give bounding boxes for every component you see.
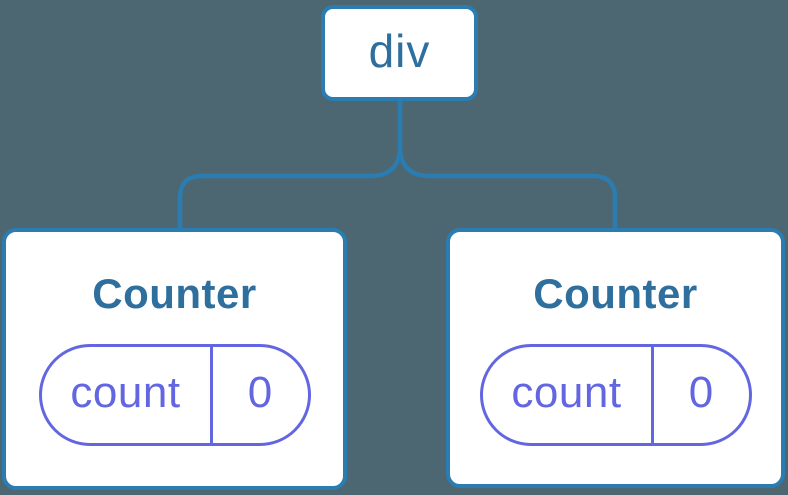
counter-node-title: Counter xyxy=(533,270,698,317)
state-pill-divider xyxy=(209,347,213,444)
state-value: 0 xyxy=(688,368,714,418)
state-pill: count 0 xyxy=(479,344,752,447)
counter-node-title: Counter xyxy=(92,270,257,317)
state-key: count xyxy=(70,368,181,418)
counter-node-1: Counter count 0 xyxy=(2,228,347,490)
connector-right-branch xyxy=(397,99,618,231)
counter-node-2: Counter count 0 xyxy=(446,228,785,488)
root-node-div: div xyxy=(321,5,478,101)
state-pill: count 0 xyxy=(38,344,311,447)
state-key: count xyxy=(511,368,622,418)
state-value: 0 xyxy=(247,368,273,418)
connector-left-branch xyxy=(177,99,403,231)
root-node-label: div xyxy=(368,25,431,77)
state-pill-divider xyxy=(650,347,654,444)
